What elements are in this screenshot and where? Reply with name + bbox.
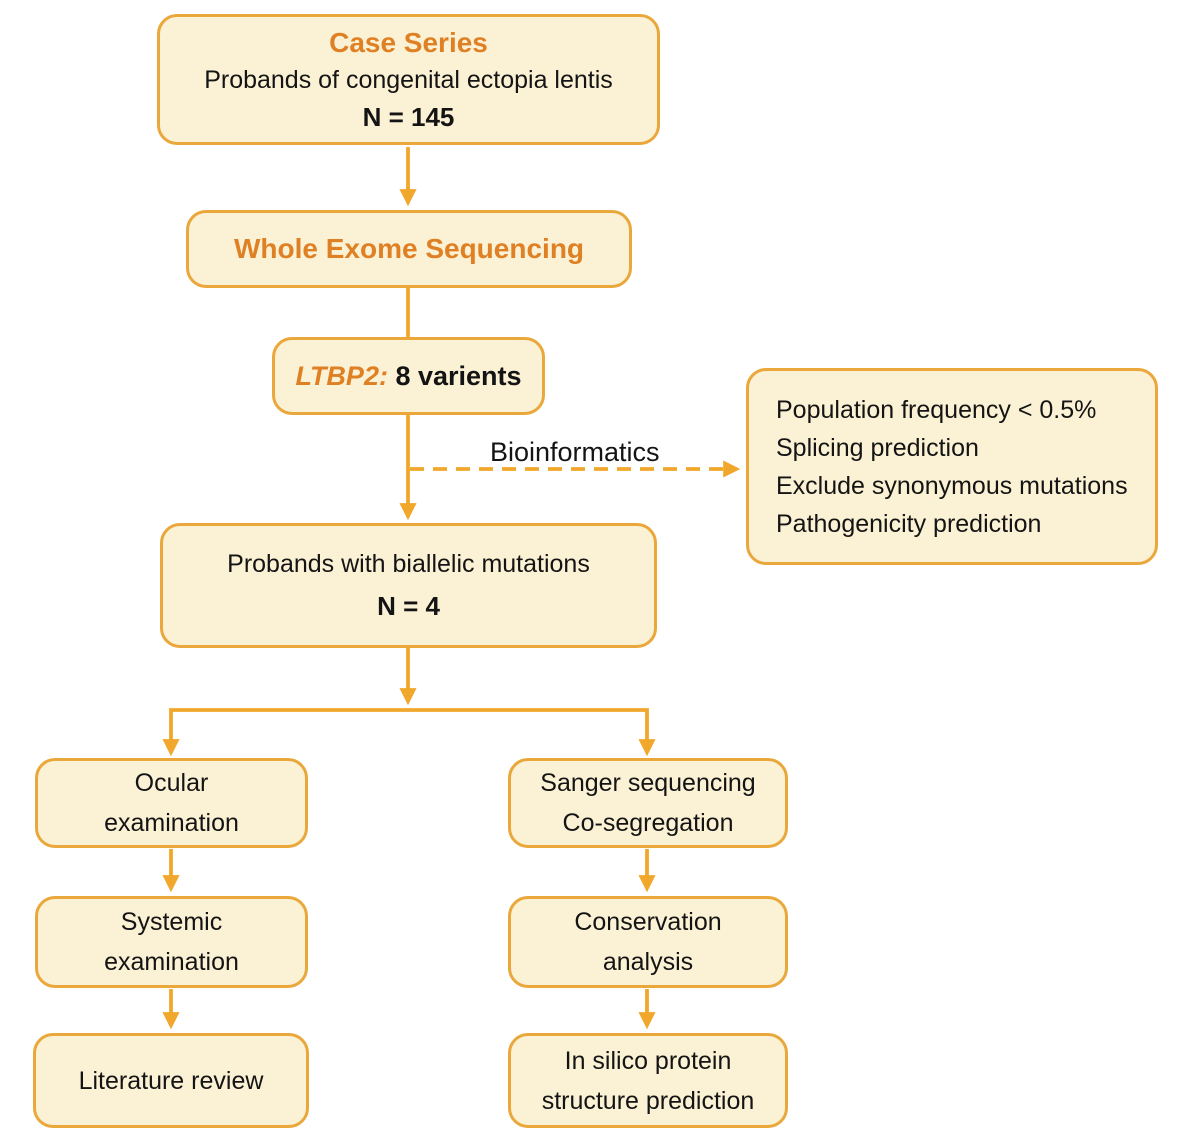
node-ltbp2-variants: LTBP2: 8 varients <box>272 337 545 415</box>
node-line: Ocular <box>134 769 209 797</box>
biallelic-count: N = 4 <box>377 590 440 621</box>
node-ocular-examination: Ocular examination <box>35 758 308 848</box>
node-probands-biallelic: Probands with biallelic mutations N = 4 <box>160 523 657 648</box>
node-in-silico-protein: In silico protein structure prediction <box>508 1033 788 1128</box>
biallelic-title: Probands with biallelic mutations <box>227 549 590 578</box>
node-line: examination <box>104 809 239 837</box>
split-branch-connector <box>162 708 656 757</box>
node-systemic-examination: Systemic examination <box>35 896 308 988</box>
bioinformatics-label: Bioinformatics <box>490 437 660 467</box>
criteria-line-splicing: Splicing prediction <box>776 433 979 462</box>
node-literature-review: Literature review <box>33 1033 309 1128</box>
ltbp2-gene-label: LTBP2: <box>295 360 388 391</box>
node-line: In silico protein <box>564 1046 732 1075</box>
ltbp2-line: LTBP2: 8 varients <box>295 361 521 392</box>
case-series-subtitle: Probands of congenital ectopia lentis <box>204 65 613 94</box>
node-line: Literature review <box>78 1066 264 1095</box>
ltbp2-variant-count: 8 varients <box>387 360 522 391</box>
case-series-title: Case Series <box>329 26 488 58</box>
node-line: examination <box>104 948 239 976</box>
node-line: Sanger sequencing <box>540 769 756 797</box>
node-conservation-analysis: Conservation analysis <box>508 896 788 988</box>
node-line: analysis <box>602 948 694 976</box>
node-bioinformatics-criteria: Population frequency < 0.5% Splicing pre… <box>746 368 1158 565</box>
node-sanger-sequencing: Sanger sequencing Co-segregation <box>508 758 788 848</box>
node-line: Conservation <box>574 908 722 936</box>
node-line: Co-segregation <box>562 809 734 837</box>
node-whole-exome-sequencing: Whole Exome Sequencing <box>186 210 632 288</box>
wes-title: Whole Exome Sequencing <box>233 233 585 264</box>
criteria-line-population: Population frequency < 0.5% <box>776 395 1097 424</box>
node-case-series: Case Series Probands of congenital ectop… <box>157 14 660 145</box>
criteria-line-pathogenicity: Pathogenicity prediction <box>776 509 1042 538</box>
node-line: structure prediction <box>541 1086 755 1115</box>
node-line: Systemic <box>120 908 223 936</box>
criteria-line-synonymous: Exclude synonymous mutations <box>776 471 1128 500</box>
case-series-count: N = 145 <box>362 101 455 132</box>
